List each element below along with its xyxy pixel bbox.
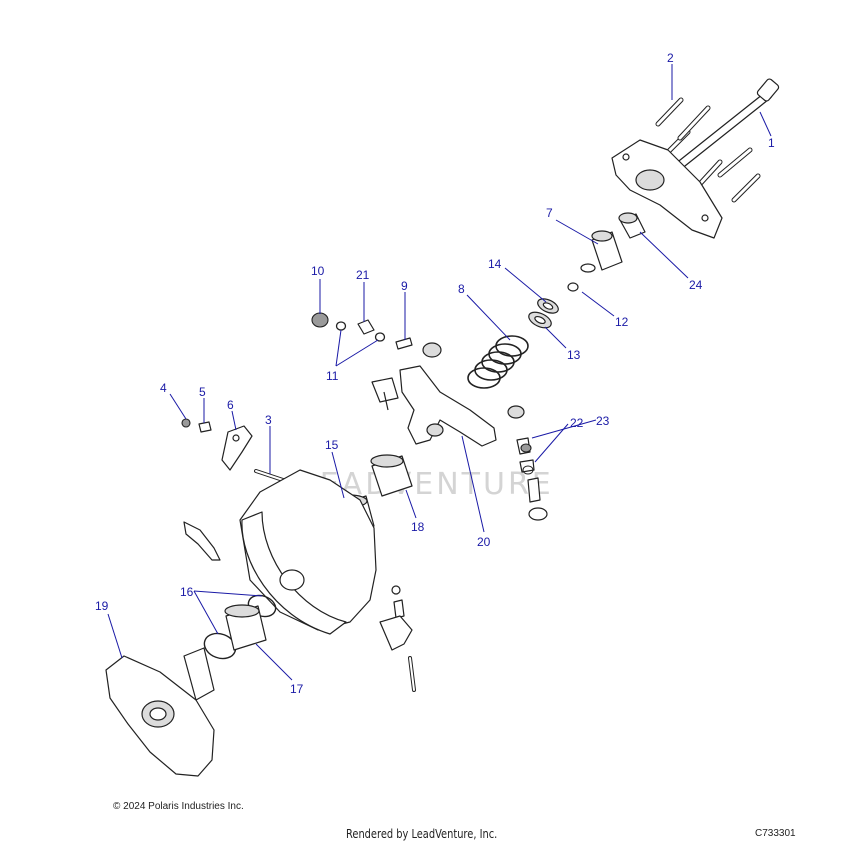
part-movable-sheave[interactable] [239, 469, 377, 635]
part-5-bushing[interactable] [198, 421, 212, 433]
callout-3: 3 [265, 413, 272, 427]
part-cam-weight-lower[interactable] [379, 585, 416, 692]
part-20-spider[interactable] [399, 365, 497, 447]
leader-lines [107, 64, 772, 681]
part-17-bushing[interactable] [224, 604, 267, 651]
callout-21: 21 [356, 268, 370, 282]
part-cap[interactable] [422, 342, 442, 358]
part-13-washer[interactable] [526, 309, 553, 331]
part-14-washer[interactable] [535, 296, 560, 316]
callout-1: 1 [768, 136, 775, 150]
callout-17: 17 [290, 682, 304, 696]
callout-8: 8 [458, 282, 465, 296]
part-long-bolt[interactable] [675, 78, 780, 170]
callout-14: 14 [488, 257, 502, 271]
part-8-spring[interactable] [467, 335, 529, 389]
callout-5: 5 [199, 385, 206, 399]
part-24-bushing[interactable] [618, 212, 646, 239]
part-bolt-assembly[interactable] [183, 521, 221, 561]
diagram-code: C733301 [755, 828, 796, 839]
part-spider-plate[interactable] [611, 139, 723, 239]
part-4-nut[interactable] [181, 418, 191, 428]
callout-23: 23 [596, 414, 610, 428]
rendered-by-text: Rendered by LeadVenture, Inc. [346, 827, 498, 841]
callout-2: 2 [667, 51, 674, 65]
callout-7: 7 [546, 206, 553, 220]
part-3-pin[interactable] [254, 469, 288, 483]
part-10-roller[interactable] [311, 312, 329, 328]
callout-20: 20 [477, 535, 491, 549]
part-6-cam-weight[interactable] [221, 425, 253, 471]
part-19-fixed-sheave[interactable] [105, 647, 215, 777]
callout-22: 22 [570, 416, 584, 430]
callout-18: 18 [411, 520, 425, 534]
part-12-o-ring[interactable] [567, 282, 579, 292]
callout-11: 11 [326, 369, 339, 383]
callout-16: 16 [180, 585, 194, 599]
callout-numbers: 1 2 3 4 5 6 7 8 9 10 11 12 13 14 15 16 1… [95, 51, 775, 696]
part-7-sleeve[interactable] [580, 230, 623, 273]
callout-15: 15 [325, 438, 339, 452]
callout-24: 24 [689, 278, 703, 292]
callout-6: 6 [227, 398, 234, 412]
callout-4: 4 [160, 381, 167, 395]
part-21-bushing[interactable] [357, 319, 375, 335]
part-18-bushing[interactable] [370, 454, 413, 497]
part-short-bolts[interactable] [655, 97, 761, 203]
part-9-pin[interactable] [395, 337, 413, 350]
part-pin-assembly[interactable] [371, 377, 399, 411]
copyright-text: © 2024 Polaris Industries Inc. [113, 801, 244, 812]
part-23-22-stack[interactable] [507, 405, 548, 521]
callout-10: 10 [311, 264, 325, 278]
callout-12: 12 [615, 315, 629, 329]
callout-13: 13 [567, 348, 581, 362]
callout-9: 9 [401, 279, 408, 293]
callout-19: 19 [95, 599, 109, 613]
